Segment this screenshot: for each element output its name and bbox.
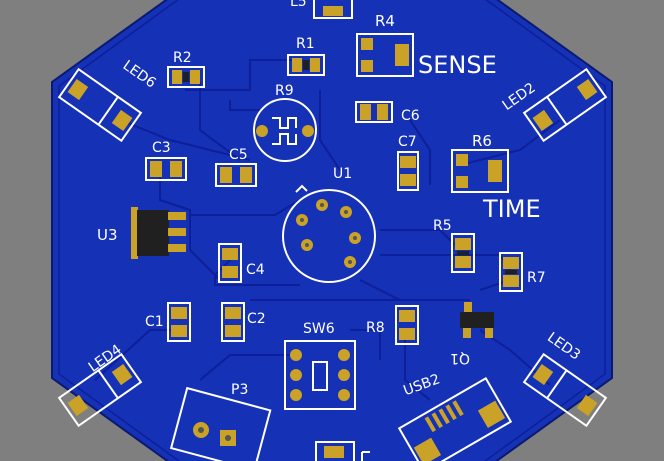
l5-footprint: L5 xyxy=(290,0,353,19)
c6-footprint: C6 xyxy=(355,101,420,124)
board-edge-trace xyxy=(58,0,606,461)
usb2-footprint: USB2 xyxy=(397,371,513,461)
p3-footprint: P3 xyxy=(169,382,272,461)
c5-label: C5 xyxy=(229,147,248,163)
c1-label: C1 xyxy=(145,314,164,330)
r6-footprint: R6 TIME xyxy=(451,132,541,223)
r1-label: R1 xyxy=(296,36,315,52)
r8-label: R8 xyxy=(366,320,385,336)
u3-footprint: U3 xyxy=(97,207,186,259)
c7-label: C7 xyxy=(398,134,417,150)
r9-footprint: R9 xyxy=(253,83,317,162)
sw6-footprint: SW6 xyxy=(284,321,356,410)
c2-footprint: C2 xyxy=(221,302,266,342)
c4-label: C4 xyxy=(246,262,265,278)
c5-footprint: C5 xyxy=(215,147,257,187)
r7-footprint: R7 xyxy=(499,252,546,292)
c7-footprint: C7 xyxy=(397,134,419,191)
c6-label: C6 xyxy=(401,108,420,124)
r2-label: R2 xyxy=(173,50,192,66)
r7-label: R7 xyxy=(527,270,546,286)
c1-footprint: C1 xyxy=(145,302,191,342)
r9-label: R9 xyxy=(275,83,294,99)
p3-label: P3 xyxy=(231,382,248,398)
r2-footprint: R2 xyxy=(167,50,205,88)
r5-label: R5 xyxy=(433,218,452,234)
time-label: TIME xyxy=(482,195,541,223)
c3-footprint: C3 xyxy=(145,140,187,181)
c3-label: C3 xyxy=(152,140,171,156)
c2-label: C2 xyxy=(247,311,266,327)
sense-label: SENSE xyxy=(418,51,497,79)
r1-footprint: R1 xyxy=(287,36,325,76)
q1-label: Q1 xyxy=(450,350,470,366)
r4-footprint: R4 SENSE xyxy=(356,12,497,79)
r8-footprint: R8 xyxy=(366,305,419,345)
q1-footprint: Q1 xyxy=(450,302,494,366)
u1-footprint: U1 xyxy=(282,166,376,283)
r4-label: R4 xyxy=(375,12,395,30)
pcb-board xyxy=(51,0,613,461)
c4-footprint: C4 xyxy=(218,243,265,283)
u1-label: U1 xyxy=(333,166,352,182)
bottom-partial-footprint xyxy=(315,441,370,461)
l5-label: L5 xyxy=(290,0,307,10)
u3-label: U3 xyxy=(97,226,118,244)
r5-footprint: R5 xyxy=(433,218,475,273)
r6-label: R6 xyxy=(472,132,492,150)
sw6-label: SW6 xyxy=(303,321,335,337)
